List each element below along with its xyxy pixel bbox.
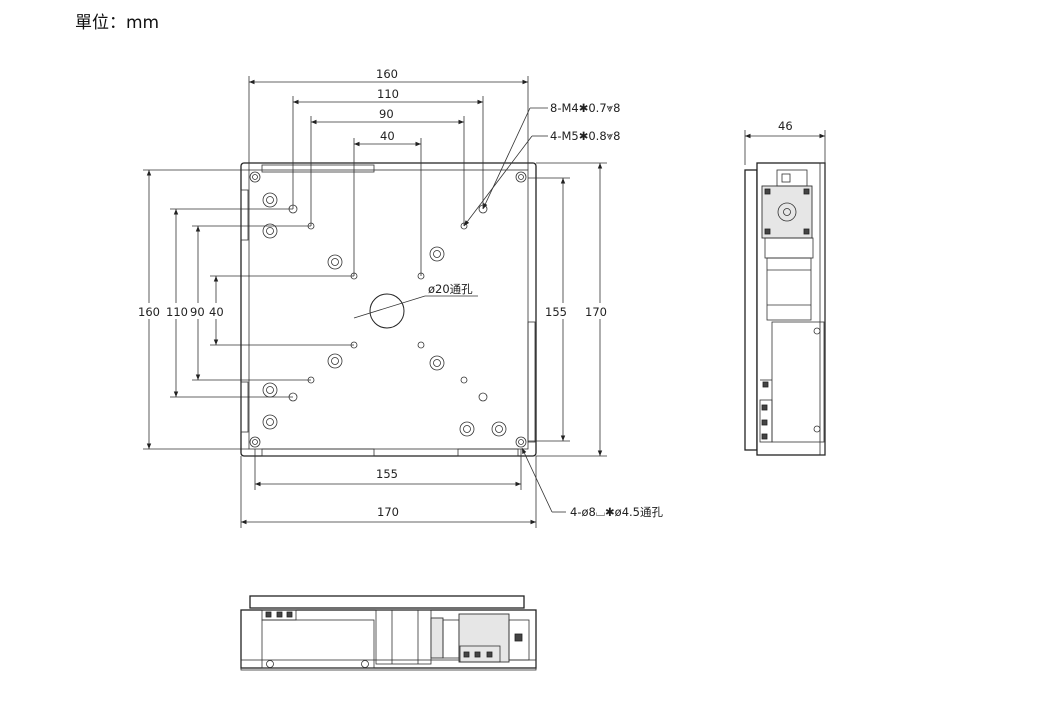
dims-left: 160 110 90 40 — [132, 169, 354, 450]
dims-top: 160 110 90 40 — [248, 67, 529, 276]
center-hole-label: ø20通孔 — [428, 282, 473, 296]
stage-table — [248, 169, 529, 450]
dim-left-110: 110 — [166, 305, 188, 319]
callouts: 8-M4✱0.7⩔8 4-M5✱0.8⩔8 4-ø8⌴✱ø4.5通孔 — [463, 101, 663, 519]
unit-label: 單位：mm — [75, 13, 160, 33]
dim-left-160: 160 — [138, 305, 160, 319]
dim-left-90: 90 — [190, 305, 205, 319]
front-top-plate — [249, 595, 525, 609]
dim-top-40: 40 — [380, 129, 395, 143]
callout-m5: 4-M5✱0.8⩔8 — [550, 129, 620, 143]
left-tab-upper — [240, 189, 249, 241]
callout-m4: 8-M4✱0.7⩔8 — [550, 101, 620, 115]
dim-right-170: 170 — [585, 305, 607, 319]
dim-right-155: 155 — [545, 305, 567, 319]
left-tab-lower — [240, 381, 249, 433]
bottom-lip-right — [457, 448, 519, 457]
top-view: ø20通孔 160 110 90 40 — [132, 67, 663, 528]
side-driver-box — [771, 321, 825, 443]
bottom-lip — [261, 448, 375, 457]
side-top-plate — [744, 169, 758, 451]
dims-bottom: 155 170 — [240, 449, 537, 528]
dim-side-46: 46 — [778, 119, 793, 133]
dim-bottom-155: 155 — [376, 467, 398, 481]
callout-corner-holes: 4-ø8⌴✱ø4.5通孔 — [570, 505, 663, 519]
center-hole — [369, 293, 405, 329]
side-view: 46 — [744, 119, 826, 456]
dim-top-160: 160 — [376, 67, 398, 81]
side-motor — [766, 257, 812, 321]
corner-holes — [249, 171, 527, 448]
dim-left-40: 40 — [209, 305, 224, 319]
front-driver-box — [261, 619, 375, 669]
dim-top-110: 110 — [377, 87, 399, 101]
center-hole-leader — [353, 295, 426, 319]
stage-outline — [240, 162, 537, 457]
dim-top-90: 90 — [379, 107, 394, 121]
top-lip — [261, 164, 375, 173]
right-tab — [527, 321, 536, 443]
dim-bottom-170: 170 — [377, 505, 399, 519]
dims-right: 155 170 — [528, 162, 614, 457]
front-view — [240, 595, 537, 671]
